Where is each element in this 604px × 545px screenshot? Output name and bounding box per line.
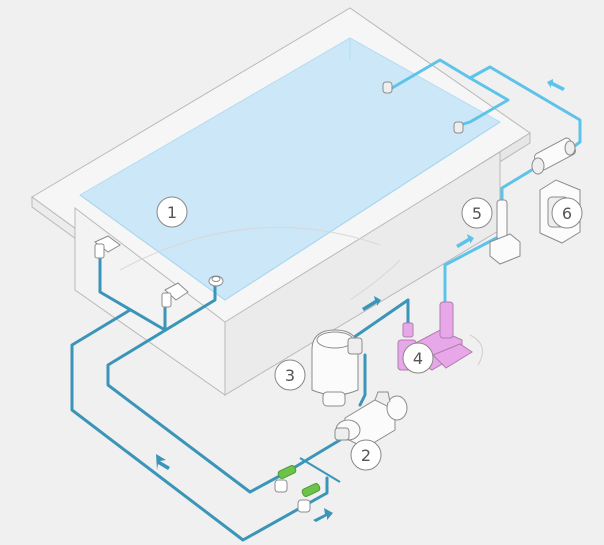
pump-icon xyxy=(335,392,407,448)
label-4: 4 xyxy=(403,343,433,373)
svg-text:5: 5 xyxy=(472,204,482,223)
heater-icon xyxy=(532,137,577,174)
svg-text:3: 3 xyxy=(285,366,295,385)
svg-text:2: 2 xyxy=(361,446,371,465)
label-2: 2 xyxy=(351,440,381,470)
label-3: 3 xyxy=(275,360,305,390)
svg-text:1: 1 xyxy=(167,203,177,222)
ball-valve-icon xyxy=(275,458,340,512)
label-6: 6 xyxy=(552,198,582,228)
filter-icon xyxy=(312,330,362,406)
label-1: 1 xyxy=(157,197,187,227)
label-5: 5 xyxy=(462,198,492,228)
svg-text:6: 6 xyxy=(562,204,572,223)
drain-icon xyxy=(209,276,223,286)
svg-text:4: 4 xyxy=(413,349,423,368)
